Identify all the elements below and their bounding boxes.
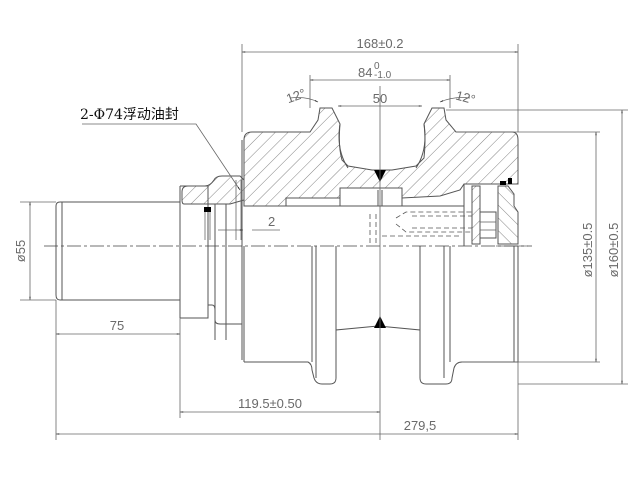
dim-flange-diameter: ø160±0.5: [606, 223, 621, 278]
dim-flange-span-upper: 0: [374, 61, 380, 72]
dim-shaft-length: 75: [110, 318, 124, 333]
dim-overall-length: 279,5: [404, 418, 437, 433]
dim-flange-span-base: 84: [358, 65, 372, 80]
dim-flange-span: 84 0 -1.0: [358, 61, 392, 81]
extension-lines: [20, 44, 628, 440]
seal-callout-label: 2-Φ74浮动油封: [80, 107, 179, 123]
dim-half-length: 119.5±0.50: [238, 396, 302, 411]
dim-flange-angle-left: 12°: [284, 85, 308, 106]
dim-seal-gap: 2: [268, 214, 275, 229]
dimension-lines: [29, 51, 623, 435]
roller-body-lower: [243, 246, 519, 385]
dim-tread-width: 50: [373, 91, 387, 106]
dim-overall-body-width: 168±0.2: [357, 36, 404, 51]
dim-flange-angle-right: 12°: [454, 88, 477, 108]
bolt-hidden: [369, 211, 472, 246]
dim-tread-diameter: ø135±0.5: [580, 223, 595, 278]
seal-housing-left: [181, 140, 245, 360]
roller-body-section: [243, 107, 519, 207]
callout-leader: [82, 123, 241, 191]
dim-shaft-diameter: ø55: [13, 240, 28, 262]
dim-flange-span-lower: -1.0: [374, 70, 392, 81]
shaft: [55, 185, 242, 325]
end-cap-right: [463, 178, 528, 247]
